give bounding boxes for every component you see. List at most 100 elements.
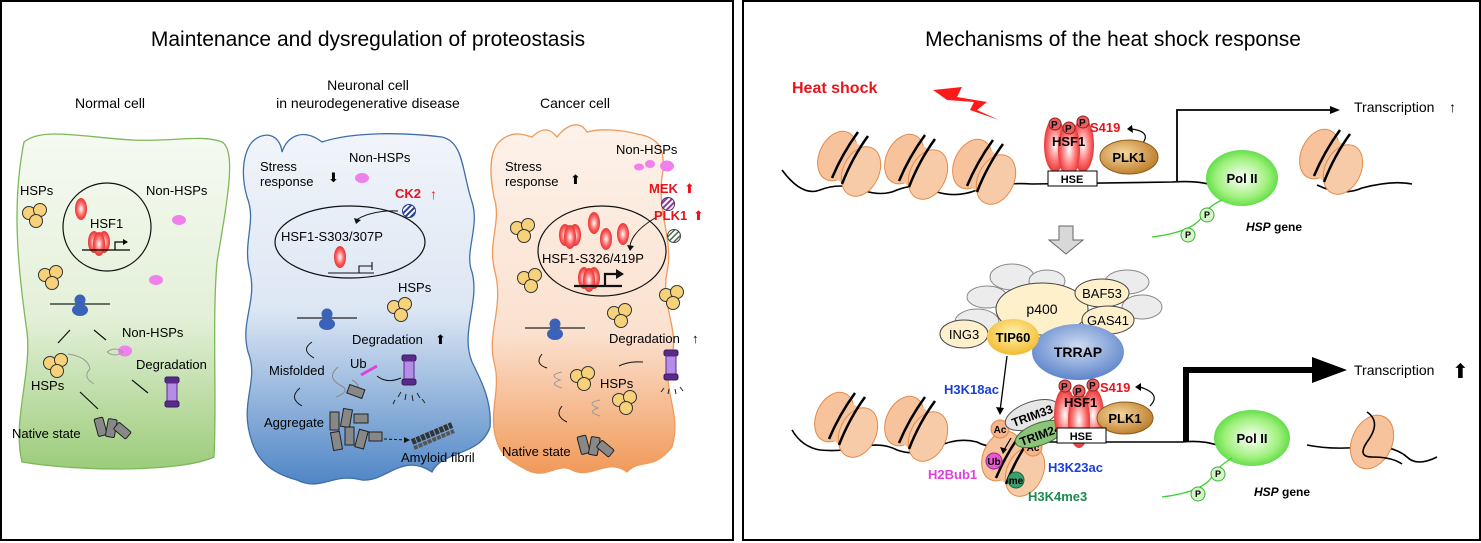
plk1-up-arrow-icon: ⬆ <box>693 208 704 223</box>
mek-up-arrow-icon: ⬆ <box>684 181 695 196</box>
acetyl-mark <box>990 419 1010 439</box>
cancer-degradation-label: Degradation <box>609 331 680 346</box>
transcription-up-arrow-icon: ⬆ <box>1452 361 1469 383</box>
normal-native-state-label: Native state <box>12 426 81 441</box>
neuronal-heading-line2: in neurodegenerative disease <box>276 95 460 111</box>
cancer-stress-line2: response <box>505 174 558 189</box>
normal-hsps-top-label: HSPs <box>20 183 54 198</box>
neuronal-cell: Neuronal cell in neurodegenerative disea… <box>242 77 491 485</box>
cancer-non-hsps-label: Non-HSPs <box>616 142 678 157</box>
normal-hsf1-label: HSF1 <box>90 216 123 231</box>
hse-element <box>1056 427 1107 444</box>
hsf1-monomer-icon <box>75 198 87 220</box>
cancer-nucleus <box>537 205 667 297</box>
degradation-up-arrow-icon: ↑ <box>692 331 699 346</box>
transition-down-arrow-icon <box>1047 225 1085 255</box>
hsf1-s326-label: HSF1-S326/419P <box>542 251 644 266</box>
neuronal-stress-line1: Stress <box>260 159 297 174</box>
ubiquitin-mark <box>985 452 1003 470</box>
heat-shock-active-state: p400 BAF53 GAS41 ING3 TRRAP TIP60 H3K18a… <box>791 263 1469 504</box>
hsf1-monomer-icon <box>334 246 346 268</box>
normal-cell: Normal cell HSPs HSF1 Non-HSPs Non-HSPs … <box>12 95 231 470</box>
h3k18ac-label: H3K18ac <box>944 382 999 397</box>
phospho-label: P <box>1061 382 1068 393</box>
cancer-cell: Cancer cell Stress response ⬆ Non-HSPs M… <box>490 95 704 474</box>
normal-nucleus <box>62 182 152 272</box>
cancer-cell-membrane <box>490 124 676 474</box>
phospho-label: P <box>1075 387 1082 398</box>
non-hsp-icon <box>172 215 186 225</box>
proteasome-icon <box>164 376 180 408</box>
nucleosome-icon <box>808 123 890 204</box>
ub-label: Ub <box>350 356 367 371</box>
non-hsp-icon <box>149 275 163 285</box>
hse-label: HSE <box>1061 174 1084 186</box>
ctd-phospho-label: P <box>1204 210 1210 220</box>
nucleosome-icon <box>805 384 887 465</box>
ck2-up-arrow-icon: ↑ <box>430 186 437 202</box>
hse-label: HSE <box>1070 431 1093 443</box>
stress-up-arrow-icon: ⬆ <box>570 172 581 187</box>
s419-label: S419 <box>1090 120 1120 135</box>
h3k4me3-label: H3K4me3 <box>1028 489 1087 504</box>
ing3-label: ING3 <box>949 327 979 342</box>
proteostasis-panel: Maintenance and dysregulation of proteos… <box>0 0 734 541</box>
ck2-kinase-icon <box>402 204 416 218</box>
plk1-label: PLK1 <box>1108 411 1141 426</box>
amyloid-fibril-icon <box>410 422 455 450</box>
baf53-label: BAF53 <box>1082 286 1122 301</box>
hsf1-trimer-phosphorylated: P P P HSF1 <box>1044 115 1094 178</box>
hsf1-s303-label: HSF1-S303/307P <box>281 229 383 244</box>
ac-label: Ac <box>1027 443 1040 454</box>
heat-shock-label: Heat shock <box>792 80 877 97</box>
phospho-label: P <box>1051 120 1058 131</box>
ck2-label: CK2 <box>395 186 421 201</box>
ctd-phospho-label: P <box>1185 230 1191 240</box>
cancer-cell-heading: Cancer cell <box>540 95 610 111</box>
pol-ii-label: Pol II <box>1236 431 1267 446</box>
neuronal-hsps-label: HSPs <box>398 280 432 295</box>
neuronal-degradation-label: Degradation <box>352 332 423 347</box>
normal-degradation-label: Degradation <box>136 357 207 372</box>
proteostasis-diagram: Maintenance and dysregulation of proteos… <box>12 28 704 485</box>
transcription-start-arrow <box>1176 109 1332 182</box>
heat-shock-diagram: Mechanisms of the heat shock response He… <box>781 28 1469 504</box>
transcription-start-arrow-strong <box>1183 367 1316 442</box>
cancer-native-state-label: Native state <box>502 444 571 459</box>
methyl-mark <box>1007 471 1025 489</box>
pol-ii-label: Pol II <box>1226 171 1257 186</box>
p400-label: p400 <box>1026 301 1057 317</box>
plk1-label: PLK1 <box>1112 150 1145 165</box>
neuronal-stress-line2: response <box>260 174 313 189</box>
phospho-label: P <box>1079 118 1086 129</box>
proteasome-icon <box>401 354 417 386</box>
h2bub1-label: H2Bub1 <box>928 467 977 482</box>
hsf1-label: HSF1 <box>1052 134 1085 149</box>
h3k23ac-label: H3K23ac <box>1048 460 1103 475</box>
nucleosome-icon <box>943 131 1025 212</box>
gene-promoter-icon <box>82 241 130 251</box>
hsf1-monomer-icon <box>588 212 600 234</box>
lightning-bolt-icon <box>933 87 999 120</box>
repressed-promoter-icon <box>328 262 374 274</box>
plk1-kinase-icon <box>667 229 681 243</box>
degradation-up-arrow-icon: ⬆ <box>435 332 446 347</box>
ubiquitin-chain-icon <box>360 364 378 377</box>
phospho-label: P <box>1065 124 1072 135</box>
misfolded-label: Misfolded <box>269 363 325 378</box>
pol-ii <box>1206 150 1278 206</box>
neuronal-cell-membrane <box>242 133 491 485</box>
neuronal-non-hsps-label: Non-HSPs <box>349 150 411 165</box>
mek-kinase-icon <box>661 197 675 211</box>
hsp-gene-label: HSP gene <box>1246 220 1302 234</box>
plk1-kinase <box>1099 139 1159 175</box>
me-mark-label: me <box>1009 476 1024 487</box>
neuronal-nucleus <box>274 205 426 279</box>
non-hsp-icon <box>660 160 674 172</box>
aggregate-icon <box>329 407 383 452</box>
transcription-up-arrow-icon: ↑ <box>1449 99 1456 115</box>
heat-shock-initial-state: Heat shock P P P HSF1 S419 PLK1 HSE Tran… <box>781 80 1456 243</box>
nucleosome-icon <box>875 388 957 469</box>
cancer-stress-line1: Stress <box>505 159 542 174</box>
neuronal-heading-line1: Neuronal cell <box>327 77 409 93</box>
